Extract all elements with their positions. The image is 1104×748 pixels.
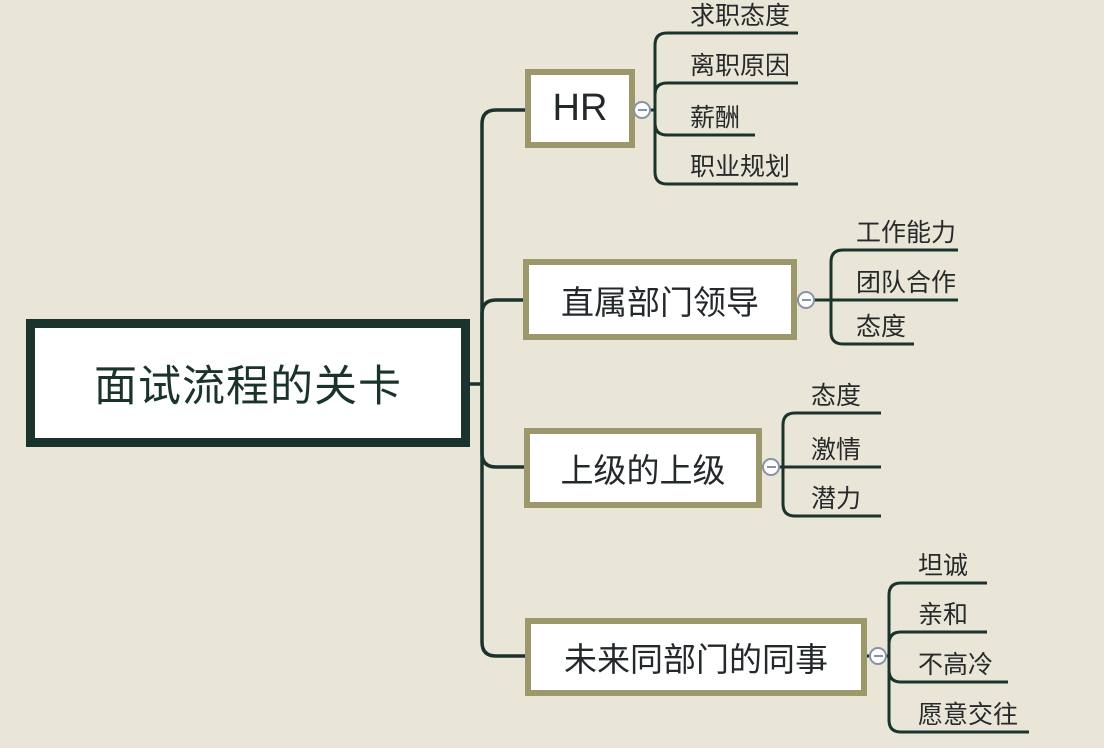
leaf-node[interactable]: 激情: [811, 436, 862, 464]
collapse-button-superiors-superior[interactable]: [762, 458, 780, 476]
collapse-button-direct-leader[interactable]: [797, 291, 815, 309]
leaf-node[interactable]: 亲和: [918, 601, 969, 629]
leaf-node[interactable]: 坦诚: [918, 552, 969, 580]
minus-circle-icon: [637, 109, 647, 111]
leaf-node[interactable]: 离职原因: [690, 52, 791, 80]
root-branch-connectors: [467, 108, 525, 658]
leaf-connectors-hr: [653, 31, 798, 186]
branch-node-label: 直属部门领导: [561, 283, 759, 321]
leaf-node[interactable]: 不高冷: [918, 651, 994, 679]
branch-node-future-colleagues[interactable]: 未来同部门的同事: [525, 618, 867, 696]
minus-circle-icon: [873, 655, 883, 657]
leaf-connectors-branch-2: [829, 248, 958, 346]
leaf-node[interactable]: 态度: [856, 313, 907, 341]
collapse-button-hr[interactable]: [633, 101, 651, 119]
leaf-node[interactable]: 职业规划: [690, 153, 791, 181]
leaf-node[interactable]: 态度: [811, 382, 862, 410]
leaf-node[interactable]: 愿意交往: [918, 701, 1019, 729]
branch-node-label: HR: [552, 87, 608, 129]
leaf-connectors-branch-4: [887, 581, 1029, 734]
root-node-label: 面试流程的关卡: [94, 363, 402, 411]
root-node[interactable]: 面试流程的关卡: [26, 319, 470, 447]
branch-node-label: 上级的上级: [560, 452, 726, 489]
branch-node-direct-leader[interactable]: 直属部门领导: [523, 259, 797, 340]
leaf-node[interactable]: 薪酬: [690, 104, 741, 132]
leaf-node[interactable]: 团队合作: [856, 269, 957, 297]
branch-node-label: 未来同部门的同事: [564, 641, 828, 678]
minus-circle-icon: [766, 466, 776, 468]
leaf-node[interactable]: 潜力: [811, 485, 862, 513]
leaf-node[interactable]: 求职态度: [690, 2, 791, 30]
leaf-connectors-branch-3: [781, 411, 881, 518]
branch-node-hr[interactable]: HR: [525, 69, 635, 148]
collapse-button-future-colleagues[interactable]: [869, 647, 887, 665]
minus-circle-icon: [801, 299, 811, 301]
leaf-node[interactable]: 工作能力: [856, 219, 957, 247]
branch-node-superiors-superior[interactable]: 上级的上级: [524, 428, 762, 508]
